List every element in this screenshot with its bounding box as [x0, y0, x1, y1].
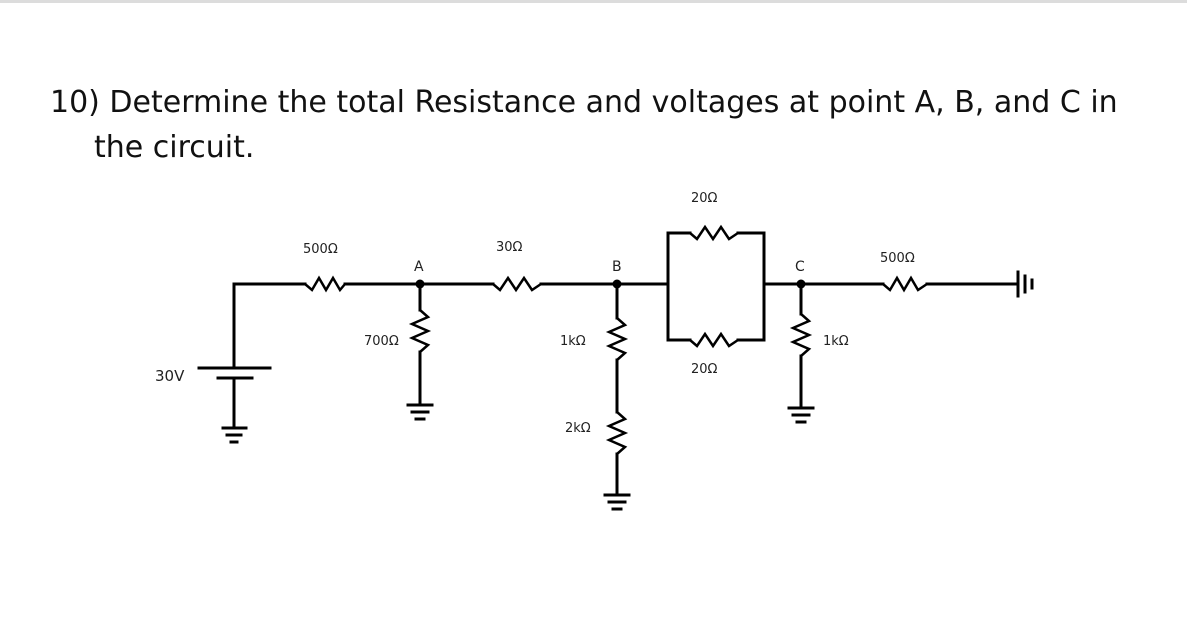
question-line-1: 10) Determine the total Resistance and v…: [50, 85, 1118, 120]
resistor-parallel-top: [689, 224, 739, 242]
main-wire: [232, 282, 1020, 370]
voltage-source: [197, 366, 272, 429]
resistor-series-2-label: 30Ω: [496, 240, 523, 255]
resistor-parallel-bottom: [689, 331, 739, 349]
resistor-shunt-c-label: 1kΩ: [823, 334, 849, 349]
resistor-shunt-b-bottom: [605, 411, 629, 455]
resistor-shunt-a-label: 700Ω: [364, 334, 399, 349]
shunt-b-branch: [603, 282, 631, 511]
resistor-shunt-b-top-label: 1kΩ: [560, 334, 586, 349]
shunt-c-branch: [787, 282, 815, 424]
source-voltage-label: 30V: [155, 367, 185, 385]
resistor-parallel-top-label: 20Ω: [691, 191, 718, 206]
question-line-2: the circuit.: [94, 130, 255, 165]
resistor-series-3-label: 500Ω: [880, 251, 915, 266]
resistor-series-1-label: 500Ω: [303, 242, 338, 257]
resistor-shunt-a: [408, 309, 432, 353]
resistor-series-3: [882, 275, 928, 293]
ground-icon-source: [221, 426, 248, 444]
parallel-resistor-box: [666, 224, 766, 349]
resistor-shunt-b-top: [605, 317, 629, 361]
node-a-label: A: [414, 259, 424, 275]
shunt-a-branch: [406, 282, 434, 421]
resistor-shunt-b-bottom-label: 2kΩ: [565, 421, 591, 436]
resistor-shunt-c: [789, 313, 813, 357]
resistor-series-2: [492, 275, 542, 293]
top-divider: [0, 0, 1187, 3]
resistor-series-1: [304, 275, 346, 293]
resistor-parallel-bottom-label: 20Ω: [691, 362, 718, 377]
ground-icon-right: [1016, 270, 1034, 298]
node-b-label: B: [612, 259, 622, 275]
question-text: 10) Determine the total Resistance and v…: [50, 80, 1150, 170]
node-c-label: C: [795, 259, 805, 275]
